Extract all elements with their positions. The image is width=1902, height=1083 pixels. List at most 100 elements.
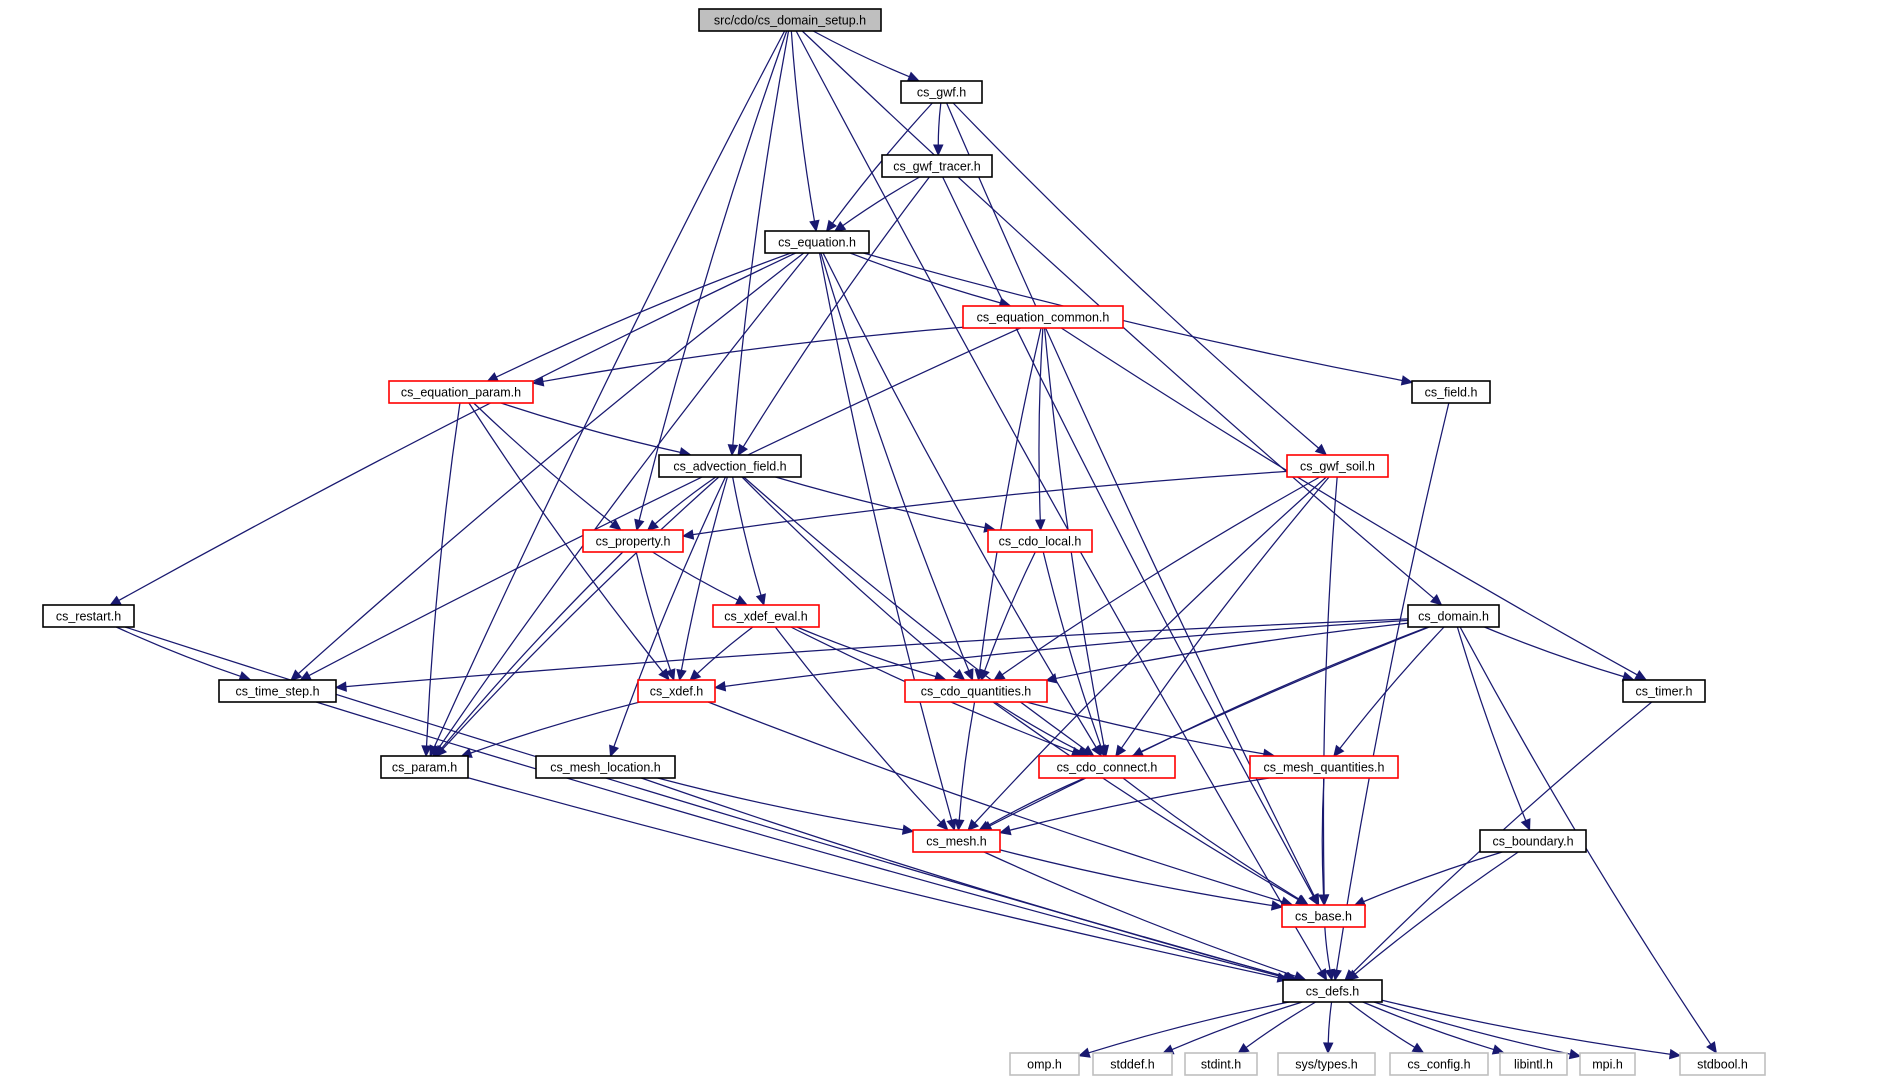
node-time-step[interactable]: cs_time_step.h [218, 679, 337, 703]
edge-arrowhead [1706, 1041, 1717, 1054]
edge-arrowhead [676, 668, 687, 682]
edge-line [992, 701, 1299, 901]
edge-line [1348, 1001, 1416, 1048]
edge-arrowhead [713, 681, 727, 692]
edge-time-step-to-defs [315, 701, 1296, 983]
node-box [881, 154, 993, 178]
edge-line [832, 102, 933, 224]
node-box [912, 829, 1001, 853]
edge-arrowhead [1034, 519, 1046, 532]
edge-defs-to-libintl [1362, 1001, 1505, 1055]
edge-xdef-eval-to-mesh [774, 626, 949, 831]
node-gwf[interactable]: cs_gwf.h [900, 80, 983, 104]
edge-line [1354, 851, 1519, 975]
edge-gwf-to-gwf-soil [952, 102, 1328, 456]
node-mesh-location[interactable]: cs_mesh_location.h [535, 755, 676, 779]
edge-arrowhead [689, 669, 702, 682]
edge-arrowhead [967, 819, 980, 832]
node-cdo-connect[interactable]: cs_cdo_connect.h [1038, 755, 1176, 779]
edge-equation-to-mesh [818, 252, 957, 832]
node-label: stdbool.h [1697, 1058, 1748, 1072]
edge-arrowhead [1237, 1042, 1250, 1055]
edge-arrowhead [979, 668, 990, 682]
edge-equation-to-field [863, 252, 1414, 386]
node-xdef-eval[interactable]: cs_xdef_eval.h [712, 604, 820, 628]
node-equation-common[interactable]: cs_equation_common.h [962, 305, 1124, 329]
node-label: cs_cdo_quantities.h [921, 685, 1032, 699]
edge-line [1122, 777, 1300, 900]
node-label: src/cdo/cs_domain_setup.h [714, 14, 866, 28]
node-label: cs_property.h [596, 535, 671, 549]
node-box [1282, 979, 1383, 1003]
edge-arrowhead [290, 669, 303, 682]
node-label: cs_param.h [392, 761, 457, 775]
node-field[interactable]: cs_field.h [1411, 380, 1491, 404]
node-equation-param[interactable]: cs_equation_param.h [388, 380, 534, 404]
edge-line [1373, 1001, 1571, 1055]
node-param[interactable]: cs_param.h [380, 755, 469, 779]
edge-domain-setup-to-defs [795, 30, 1328, 981]
edge-arrowhead [1270, 900, 1284, 911]
node-label: cs_equation_param.h [401, 386, 521, 400]
edge-equation-to-time-step [290, 252, 805, 682]
node-timer[interactable]: cs_timer.h [1622, 679, 1706, 703]
edge-line [849, 252, 1001, 304]
edge-equation-common-to-cdo-local [1034, 327, 1046, 532]
node-xdef[interactable]: cs_xdef.h [637, 679, 716, 703]
node-box [1479, 829, 1587, 853]
node-box [658, 454, 802, 478]
edge-gwf-to-equation [825, 102, 933, 233]
edge-arrowhead [1400, 375, 1414, 386]
edge-line [1060, 327, 1638, 676]
node-gwf-tracer[interactable]: cs_gwf_tracer.h [881, 154, 993, 178]
node-restart[interactable]: cs_restart.h [42, 604, 135, 628]
node-base[interactable]: cs_base.h [1281, 904, 1366, 928]
edge-cdo-connect-to-base [1122, 777, 1309, 906]
node-boundary[interactable]: cs_boundary.h [1479, 829, 1587, 853]
node-equation[interactable]: cs_equation.h [764, 230, 870, 254]
node-mesh-quantities[interactable]: cs_mesh_quantities.h [1249, 755, 1399, 779]
edge-line [1171, 1001, 1303, 1051]
edge-arrowhead [954, 819, 965, 832]
edge-line [1009, 777, 1270, 831]
edge-line [638, 30, 788, 521]
node-property[interactable]: cs_property.h [582, 529, 684, 553]
node-advection-field[interactable]: cs_advection_field.h [658, 454, 802, 478]
edge-line [742, 176, 930, 448]
node-gwf-soil[interactable]: cs_gwf_soil.h [1286, 454, 1389, 478]
edge-line [1001, 476, 1321, 676]
edge-equation-param-to-param [421, 402, 461, 758]
node-defs[interactable]: cs_defs.h [1282, 979, 1383, 1003]
edge-domain-setup-to-equation [790, 30, 820, 233]
node-domain-setup[interactable]: src/cdo/cs_domain_setup.h [698, 8, 882, 32]
edge-arrowhead [665, 668, 676, 681]
edge-line [438, 252, 810, 749]
edge-line [732, 30, 790, 446]
node-mesh[interactable]: cs_mesh.h [912, 829, 1001, 853]
edge-line [297, 252, 805, 675]
node-box [1622, 679, 1706, 703]
edge-arrowhead [681, 529, 695, 540]
edge-line [812, 30, 910, 78]
node-box [380, 755, 469, 779]
node-cdo-local[interactable]: cs_cdo_local.h [987, 529, 1093, 553]
edge-arrowhead [1520, 818, 1531, 831]
node-domain[interactable]: cs_domain.h [1407, 604, 1500, 628]
edge-line [1381, 999, 1671, 1055]
edge-line [696, 626, 754, 675]
node-cdo-quantities[interactable]: cs_cdo_quantities.h [904, 679, 1048, 703]
node-label: cs_timer.h [1636, 685, 1693, 699]
edge-arrowhead [946, 818, 957, 832]
node-stdbool: stdbool.h [1679, 1052, 1766, 1076]
node-box [42, 604, 135, 628]
edge-line [496, 252, 792, 378]
edge-arrowhead [1314, 443, 1328, 456]
edge-line [987, 777, 1085, 827]
edge-arrowhead [1095, 744, 1106, 757]
edge-line [473, 402, 614, 524]
edge-mesh-quantities-to-mesh [998, 777, 1270, 836]
edge-domain-to-xdef [713, 619, 1409, 692]
edge-domain-setup-to-advection-field [727, 30, 790, 457]
edge-xdef-to-base [707, 701, 1294, 907]
edge-line [1245, 1001, 1317, 1049]
